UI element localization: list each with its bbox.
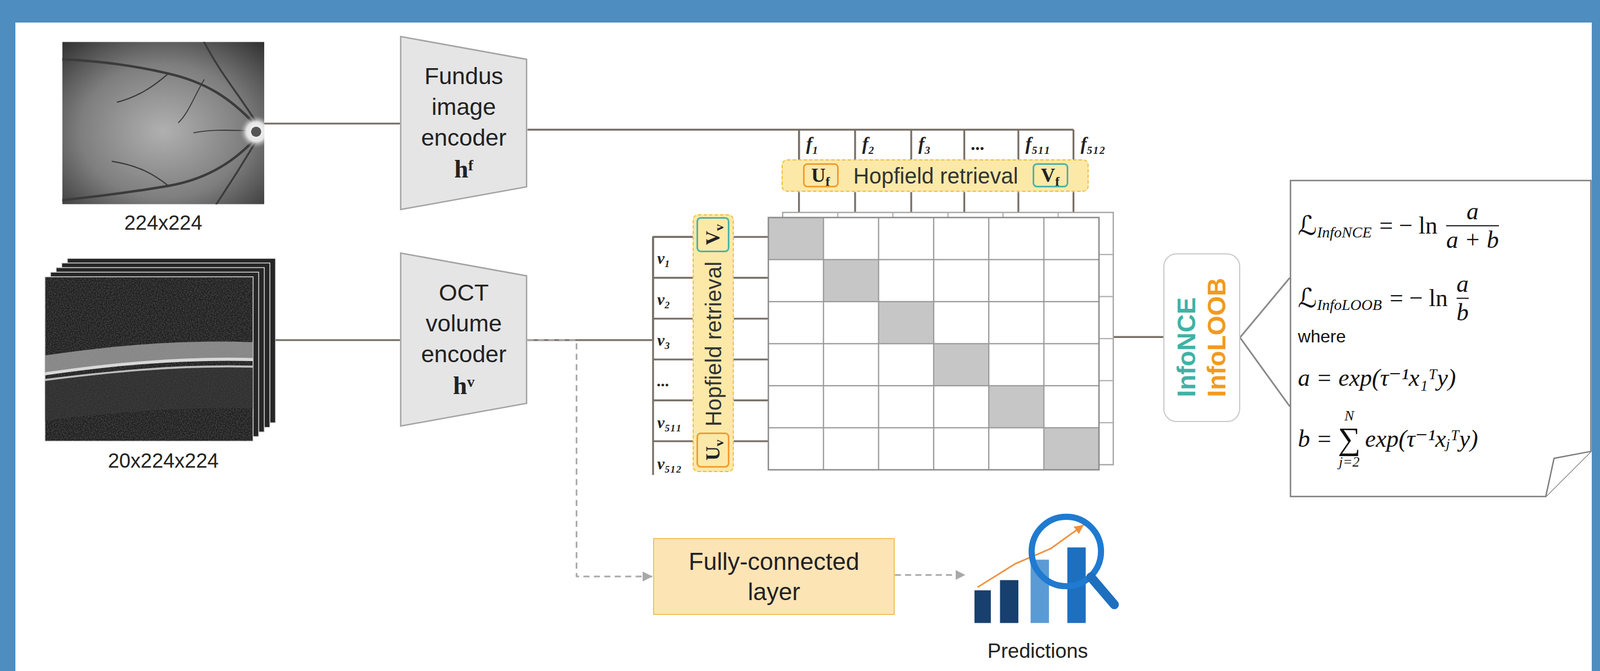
formula-definition-text: exp(τ⁻¹x — [1364, 425, 1446, 453]
formula-definition: b =N∑j=2exp(τ⁻¹xjᵀy) — [1297, 408, 1479, 470]
matrix-subscript: f — [1055, 174, 1060, 189]
fraction: a a + b — [1444, 198, 1502, 253]
similarity-matrix — [768, 212, 1114, 470]
summation-sign: ∑ — [1338, 422, 1361, 455]
formula-definition-text: ᵀy) — [1450, 425, 1479, 453]
node-content: Vv — [703, 224, 723, 245]
loss-formula: ℒInfoLOOB= − lnab — [1297, 271, 1471, 325]
bracket-connector — [1240, 277, 1291, 406]
node-content: OCT volume encoderhᵛ — [399, 252, 528, 427]
encoder-block: OCT volume encoderhᵛ — [399, 252, 528, 427]
node-content: Uv — [703, 439, 723, 461]
page-fold — [1546, 450, 1592, 496]
encoder-symbol: hᶠ — [454, 153, 474, 186]
formula-definition: a = exp(τ⁻¹x₁ᵀy) — [1297, 364, 1457, 391]
hopfield-band: Hopfield retrievalUfVf — [781, 159, 1089, 192]
node-content: Hopfield retrieval — [839, 160, 1032, 191]
feature-label: v₅₁₁ — [656, 414, 682, 431]
dimension-label: 20x224x224 — [107, 450, 219, 471]
value-box: Vf — [1032, 163, 1069, 188]
summation-limit: N — [1344, 408, 1354, 423]
feature-label: f₅₁₁ — [1025, 135, 1051, 154]
document-shape — [1290, 180, 1592, 497]
band-label: Hopfield retrieval — [853, 164, 1019, 187]
dashed-arrow — [894, 573, 966, 576]
fraction-bar — [1456, 297, 1469, 299]
value-box: Vv — [696, 216, 729, 252]
numerator: a — [1456, 271, 1469, 296]
formula-definition-text: b = — [1297, 425, 1333, 453]
loss-symbol: ℒ — [1297, 283, 1318, 313]
fraction: ab — [1454, 271, 1471, 325]
node-content: Uf — [811, 165, 830, 186]
icon-caption: Predictions — [987, 639, 1089, 661]
formula-subscript: j — [1446, 436, 1451, 453]
encoder-name: OCT volume encoder — [406, 277, 522, 370]
loss-subscript: InfoNCE — [1317, 223, 1373, 241]
dashed-connector — [527, 339, 653, 577]
feature-label: v₁ — [656, 249, 671, 267]
formula-body: ℒInfoNCE= − lnaa + bℒInfoLOOB= − lnabwhe… — [1289, 179, 1592, 498]
formula-note-text: where — [1297, 327, 1346, 347]
feature-label: v₅₁₂ — [656, 455, 682, 472]
formula-operator: = − ln — [1389, 284, 1448, 311]
oct-volume — [45, 258, 276, 442]
matrix-symbol: U — [701, 446, 724, 461]
encoder-symbol: hᵛ — [453, 369, 475, 402]
summation-limit: j=2 — [1339, 454, 1360, 470]
loss-subscript: InfoLOOB — [1317, 296, 1382, 314]
node-content: Vf — [1040, 165, 1060, 186]
formula-note: ℒInfoNCE= − lnaa + bℒInfoLOOB= − lnabwhe… — [1289, 179, 1592, 498]
hopfield-band: Hopfield retrievalVvUv — [692, 214, 734, 472]
band-label: Hopfield retrieval — [702, 260, 725, 426]
loss-formula: ℒInfoNCE = − ln a a + b — [1297, 198, 1502, 253]
key-box: Uf — [803, 163, 839, 188]
matrix-symbol: V — [701, 230, 724, 245]
feature-label: f₂ — [862, 135, 875, 154]
loss-name: InfoNCE — [1171, 277, 1202, 398]
formula-word: where — [1297, 327, 1346, 347]
trapezoid-shape — [400, 253, 527, 427]
node-content: InfoNCEInfoLOOB — [1171, 277, 1232, 398]
numerator: a — [1466, 198, 1479, 224]
loss-name: InfoLOOB — [1201, 277, 1232, 398]
key-box: Uv — [696, 432, 729, 467]
denominator: b — [1456, 300, 1469, 325]
process-label: Fully-connected layer — [677, 545, 872, 607]
node-content: Fundus image encoderhᶠ — [399, 35, 528, 211]
feature-wires — [264, 123, 1164, 475]
encoder-name: Fundus image encoder — [406, 60, 522, 154]
formula-operator: = − ln — [1379, 212, 1438, 239]
prediction-icon — [974, 516, 1115, 623]
feature-label: ... — [971, 135, 986, 154]
feature-label: v₂ — [656, 291, 671, 308]
formula-definition-text: a = exp(τ⁻¹x₁ᵀy) — [1297, 364, 1457, 391]
denominator: a + b — [1446, 227, 1499, 253]
feature-label: ... — [656, 372, 670, 389]
matrix-subscript: v — [711, 224, 727, 231]
loss-symbol: ℒ — [1297, 210, 1318, 241]
feature-connector — [527, 129, 799, 160]
trapezoid-outline — [399, 35, 528, 211]
dimension-label: 224x224 — [124, 212, 203, 233]
summation: N∑j=2 — [1338, 408, 1361, 470]
trapezoid-shape — [400, 36, 527, 210]
process-box: Fully-connected layer — [653, 537, 895, 615]
feature-label: f₅₁₂ — [1080, 135, 1106, 154]
feature-label: f₃ — [918, 135, 931, 154]
feature-label: v₃ — [656, 331, 671, 349]
matrix-subscript: v — [711, 439, 727, 447]
loss-selector: InfoNCEInfoLOOB — [1163, 253, 1241, 422]
matrix-symbol: V — [1040, 164, 1056, 187]
matrix-symbol: U — [811, 164, 826, 187]
matrix-subscript: f — [825, 174, 830, 189]
fraction-bar — [1446, 224, 1499, 227]
feature-connector — [527, 236, 693, 340]
feature-label: f₁ — [806, 135, 819, 154]
fundus-photo — [62, 41, 273, 204]
encoder-block: Fundus image encoderhᶠ — [399, 35, 528, 211]
trapezoid-outline — [399, 252, 528, 427]
